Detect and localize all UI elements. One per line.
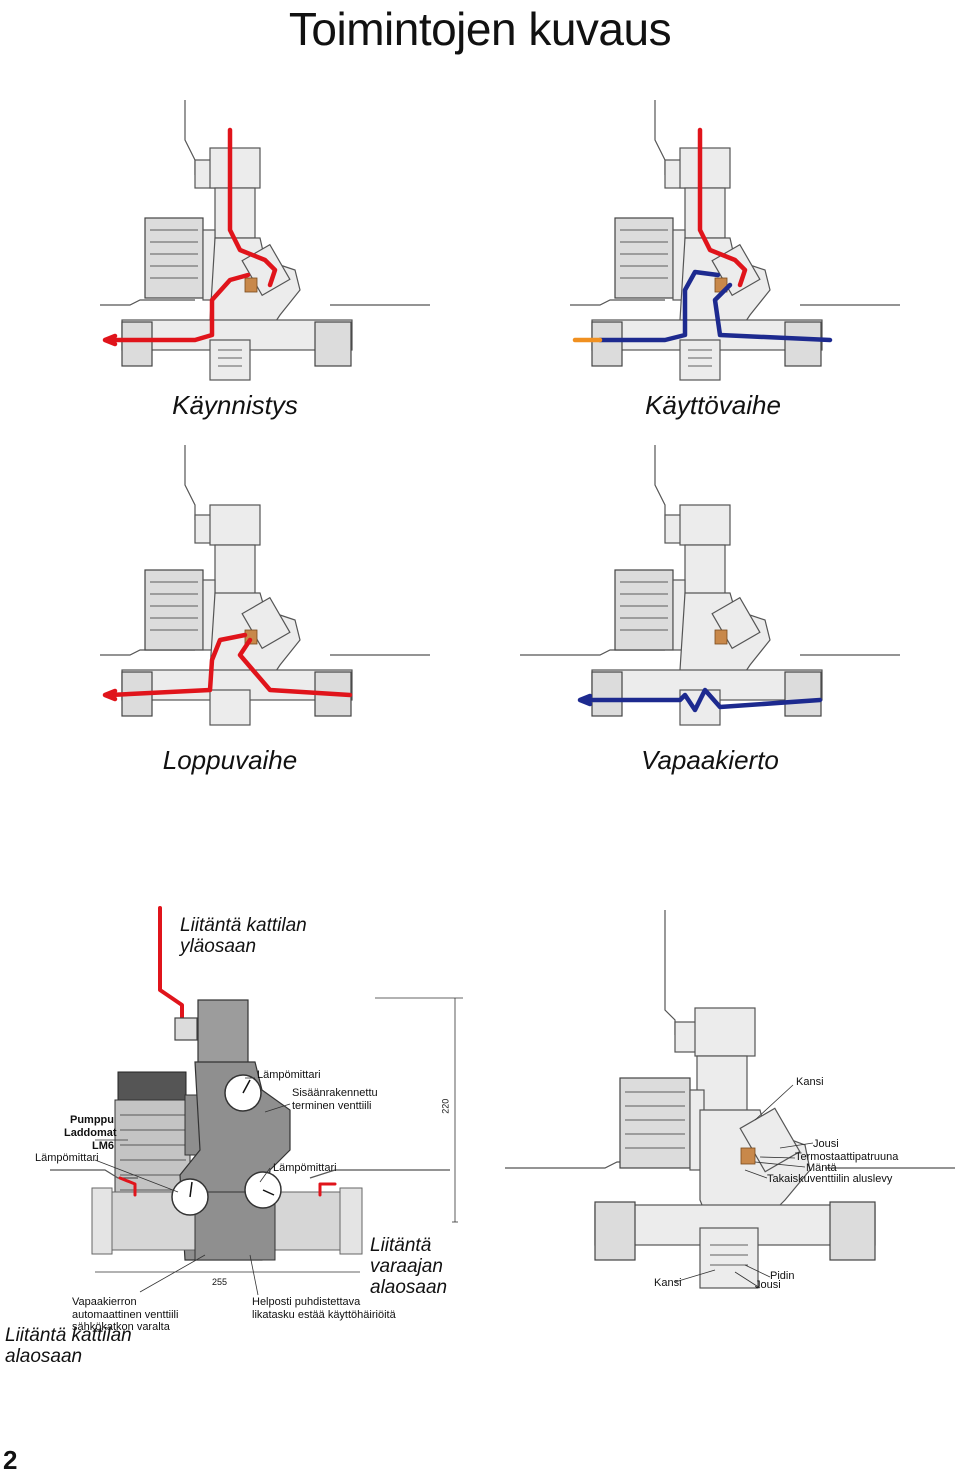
label-holder: Pidin [770, 1270, 795, 1282]
label-pump: Pumppu Laddomat LM6 [64, 1114, 117, 1152]
label-spring-bottom: Jousi [755, 1279, 781, 1291]
dimension-height: 220 [440, 1098, 451, 1114]
diagram-operation [570, 100, 900, 381]
diagram-startup [100, 100, 430, 381]
label-thermometer-right: Lämpömittari [273, 1162, 337, 1174]
label-cover-bottom: Kansi [654, 1277, 682, 1289]
label-auto-valve: Vapaakierron automaattinen venttiili säh… [72, 1296, 179, 1333]
label-integrated-valve: Sisäänrakennettu terminen venttiili [292, 1087, 378, 1112]
detail-diagram-right [505, 910, 955, 1289]
page-title: Toimintojen kuvaus [288, 3, 672, 55]
caption-final-phase: Loppuvaihe [162, 745, 298, 775]
diagram-final-phase [100, 445, 430, 726]
label-dirt-pocket: Helposti puhdistettava likatasku estää k… [252, 1296, 396, 1321]
label-check-valve-plate: Takaiskuventtiilin aluslevy [767, 1173, 893, 1185]
diagram-free-circulation [520, 445, 900, 726]
page-number: 2 [3, 1445, 18, 1475]
caption-startup: Käynnistys [172, 390, 298, 420]
label-thermometer-left: Lämpömittari [35, 1152, 99, 1164]
label-thermometer-top: Lämpömittari [257, 1069, 321, 1081]
caption-operation: Käyttövaihe [645, 390, 781, 420]
detail-diagram-left [50, 906, 463, 1296]
label-spring: Jousi [813, 1138, 839, 1150]
label-piston: Mäntä [806, 1162, 837, 1174]
caption-free-circulation: Vapaakierto [641, 745, 779, 775]
label-top-connection: Liitäntä kattilan yläosaan [180, 915, 307, 957]
label-thermostat-cartridge: Termostaattipatruuna [795, 1151, 899, 1163]
label-storage-connection: Liitäntä varaajan alaosaan [370, 1235, 448, 1298]
label-cover: Kansi [796, 1076, 824, 1088]
dimension-width: 255 [212, 1277, 228, 1287]
label-bottom-connection: Liitäntä kattilan alaosaan [5, 1325, 132, 1367]
